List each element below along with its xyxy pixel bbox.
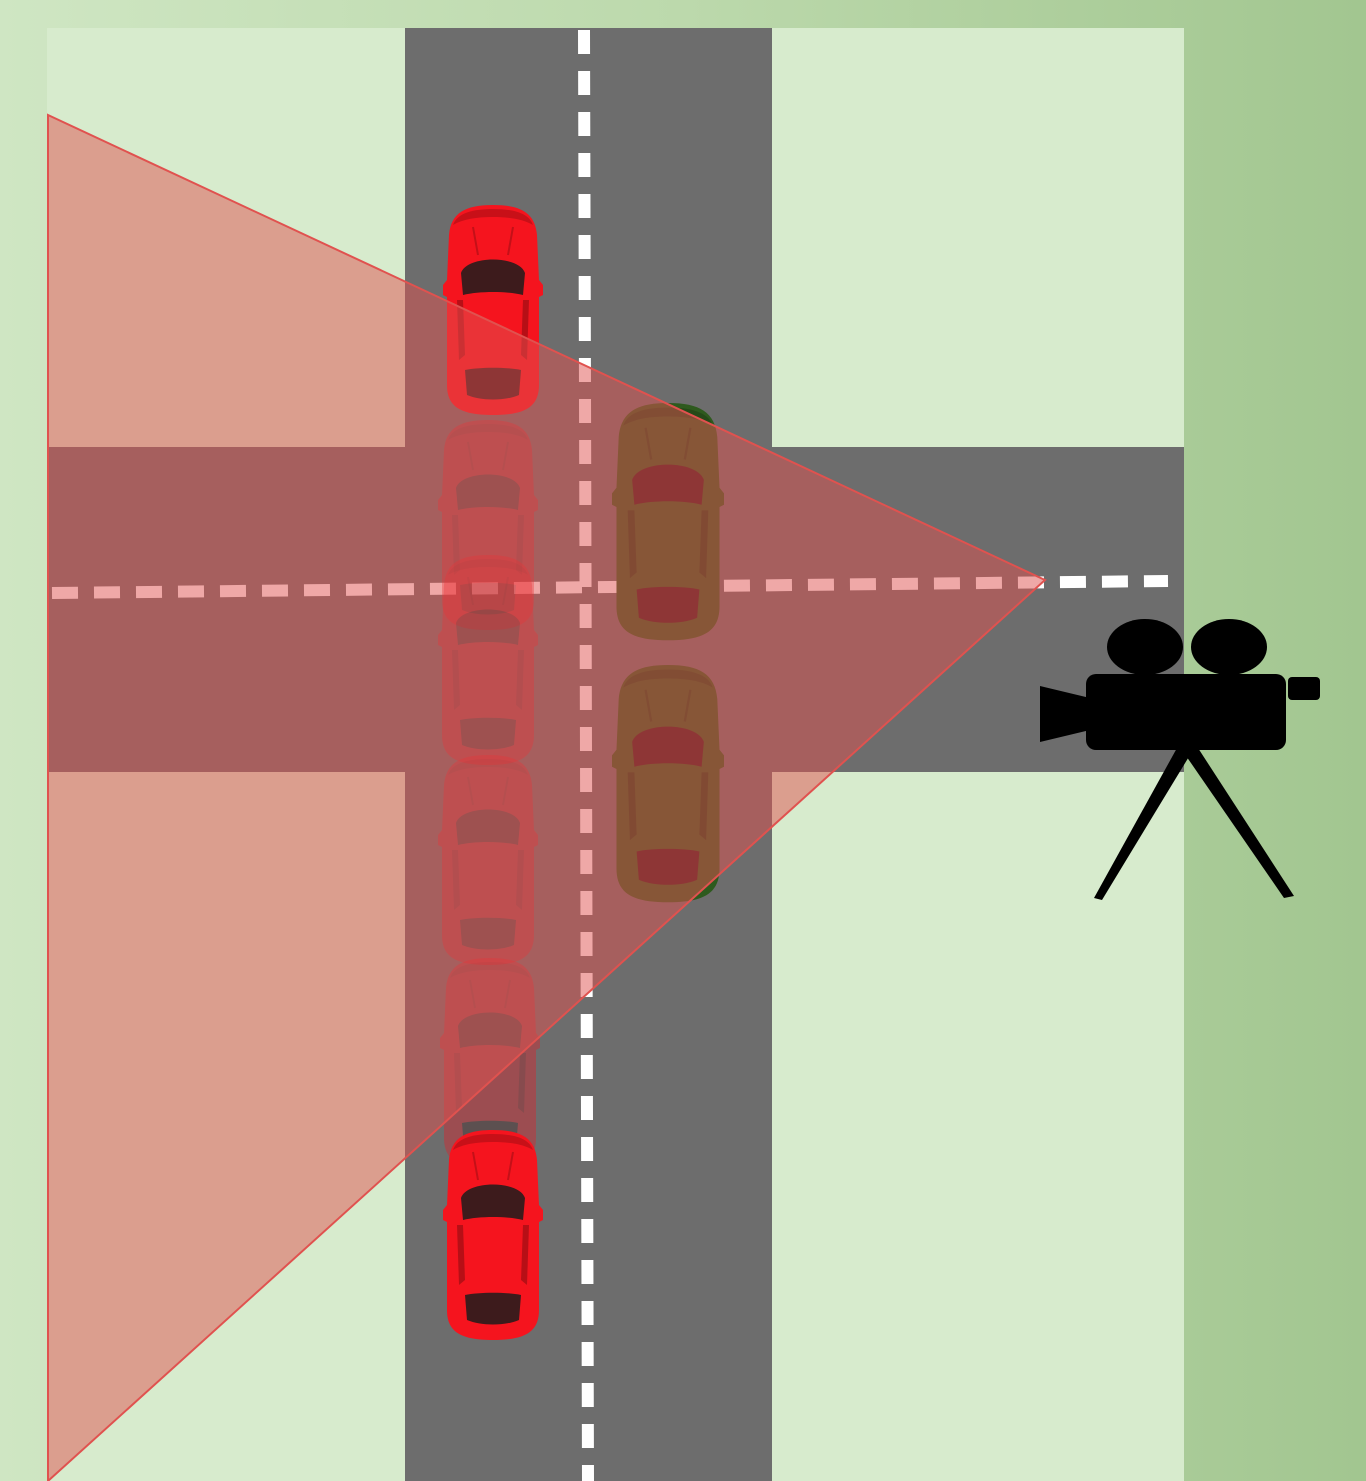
red-car-end — [442, 1129, 544, 1341]
vertical-center-line — [578, 29, 594, 1481]
camera-field-of-view — [47, 113, 1047, 1481]
movie-camera-icon — [1040, 619, 1320, 900]
